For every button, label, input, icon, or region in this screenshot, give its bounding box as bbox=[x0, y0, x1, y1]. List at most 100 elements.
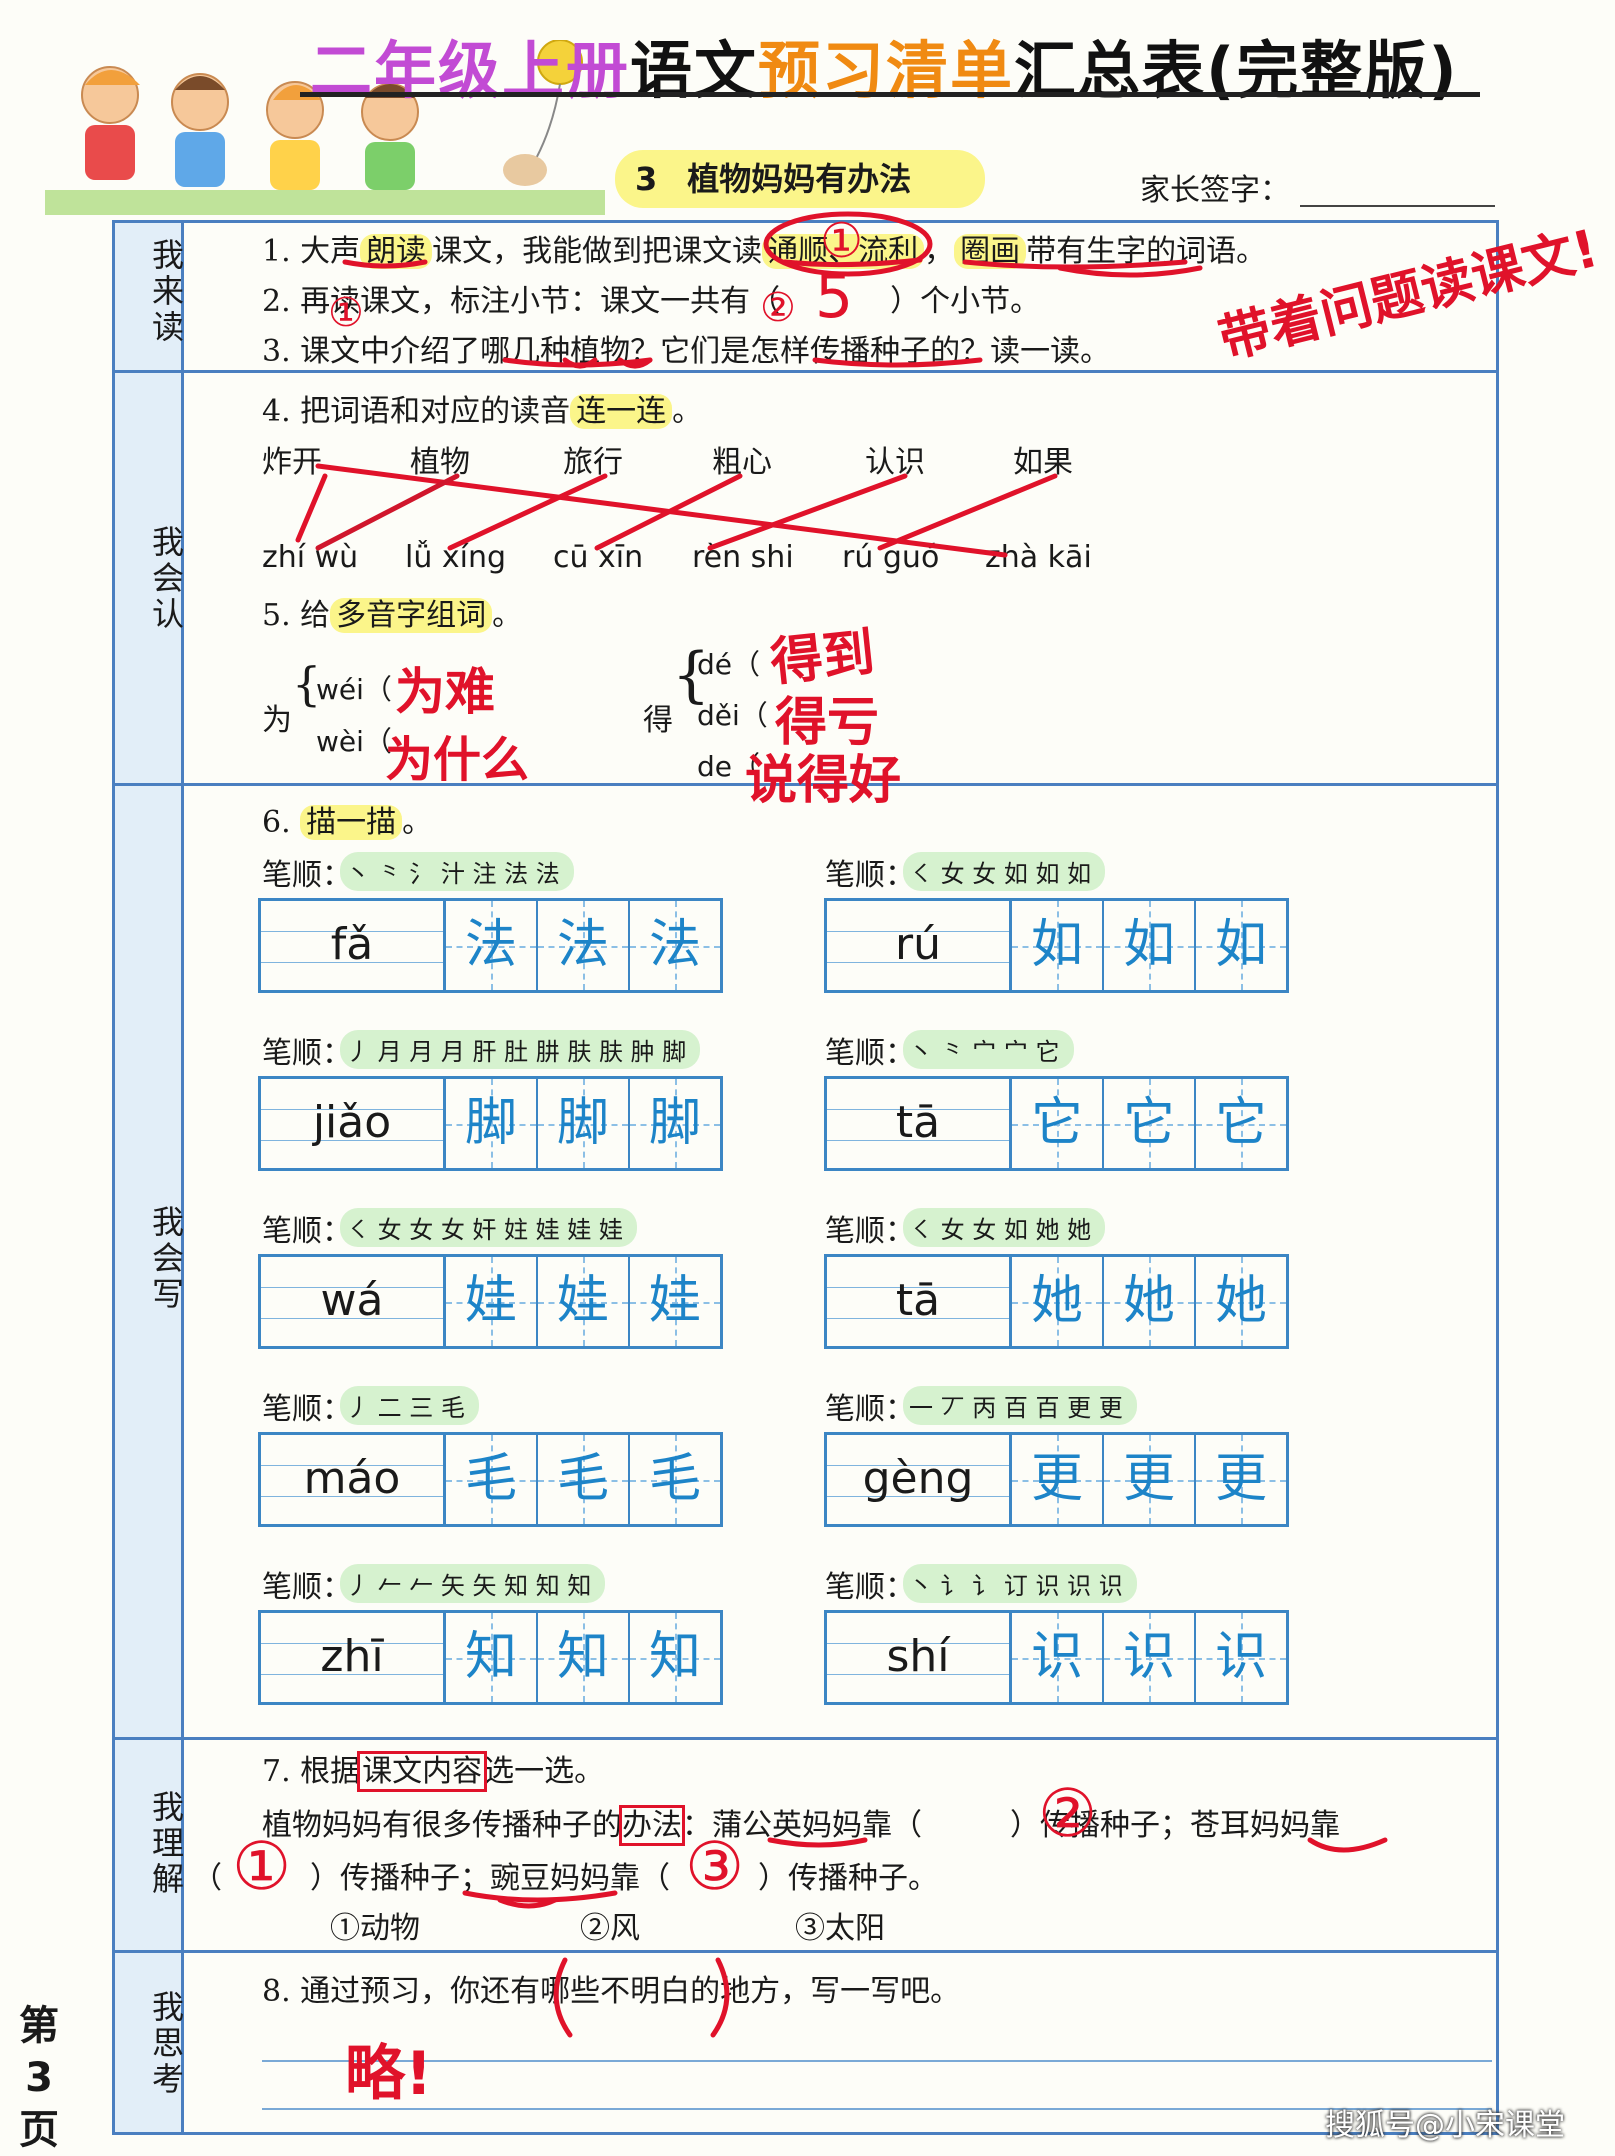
stroke-order-sequence: ㇛ 女 女 女 奸 妵 娃 娃 娃 bbox=[340, 1208, 638, 1247]
stroke-order-label: 笔顺： bbox=[262, 1570, 352, 1605]
trace-cell[interactable]: 如 bbox=[1103, 901, 1196, 990]
handwritten-mark: ② bbox=[760, 285, 796, 331]
trace-cell[interactable]: 娃 bbox=[630, 1257, 721, 1346]
trace-cell[interactable]: 法 bbox=[630, 901, 721, 990]
trace-cell[interactable]: 她 bbox=[1011, 1257, 1104, 1346]
handwritten-mark: ① bbox=[820, 213, 864, 269]
trace-cell[interactable]: 识 bbox=[1103, 1613, 1196, 1702]
question-2: 2. 再读课文，标注小节：课文一共有（）个小节。 bbox=[262, 284, 1041, 319]
trace-cell[interactable]: 法 bbox=[445, 901, 538, 990]
handwritten-answer: 得亏 bbox=[775, 693, 880, 753]
q4-word: 认识 bbox=[865, 445, 925, 480]
question-7: 7. 根据课文内容选一选。 bbox=[262, 1751, 605, 1792]
trace-cell[interactable]: 娃 bbox=[445, 1257, 538, 1346]
trace-cell[interactable]: 她 bbox=[1196, 1257, 1287, 1346]
trace-cell[interactable]: 更 bbox=[1103, 1435, 1196, 1524]
section-write-label: 我会写 bbox=[147, 1205, 185, 1313]
q4-word: 粗心 bbox=[712, 445, 772, 480]
stroke-order-sequence: ㇛ 女 女 如 她 她 bbox=[903, 1208, 1106, 1247]
divider bbox=[112, 370, 1499, 373]
stroke-order-sequence: 丿 𠂉 𠂉 矢 矢 知 知 知 bbox=[340, 1564, 606, 1603]
trace-cell[interactable]: 它 bbox=[1011, 1079, 1104, 1168]
parent-signature-label: 家长签字： bbox=[1140, 173, 1290, 208]
trace-cell[interactable]: 法 bbox=[537, 901, 630, 990]
polyphone-reading: wèi（ bbox=[316, 725, 392, 758]
q4-word: 炸开 bbox=[262, 445, 322, 480]
q4-word: 植物 bbox=[410, 445, 470, 480]
trace-cell[interactable]: 知 bbox=[630, 1613, 721, 1702]
q7-option[interactable]: ②风 bbox=[580, 1911, 640, 1946]
stroke-order-label: 笔顺： bbox=[262, 1392, 352, 1427]
stroke-order-sequence: 丶 ⺀ 宀 宀 它 bbox=[903, 1030, 1074, 1069]
q4-pinyin: zhà kāi bbox=[985, 540, 1092, 575]
q7-option[interactable]: ③太阳 bbox=[795, 1911, 885, 1946]
pinyin-cell: shí bbox=[827, 1613, 1012, 1702]
pinyin-cell: wá bbox=[261, 1257, 446, 1346]
trace-cell[interactable]: 毛 bbox=[537, 1435, 630, 1524]
handwritten-answer: 5 bbox=[815, 262, 854, 332]
handwritten-answer: ① bbox=[232, 1828, 292, 1905]
trace-cell[interactable]: 脚 bbox=[630, 1079, 721, 1168]
question-8: 8. 通过预习，你还有哪些不明白的地方，写一写吧。 bbox=[262, 1974, 961, 2009]
q4-word: 旅行 bbox=[563, 445, 623, 480]
polyphone-reading: wéi（ bbox=[316, 673, 392, 706]
trace-cell[interactable]: 毛 bbox=[630, 1435, 721, 1524]
trace-cell[interactable]: 它 bbox=[1103, 1079, 1196, 1168]
handwritten-answer: ② bbox=[1038, 1775, 1098, 1852]
pinyin-cell: gèng bbox=[827, 1435, 1012, 1524]
worksheet-frame bbox=[112, 220, 1499, 2135]
handwritten-answer: ③ bbox=[685, 1828, 745, 1905]
trace-cell[interactable]: 毛 bbox=[445, 1435, 538, 1524]
stroke-order-label: 笔顺： bbox=[825, 1392, 915, 1427]
handwritten-answer: 为难 bbox=[395, 663, 495, 721]
handwritten-answer: 说得好 bbox=[745, 751, 902, 811]
lesson-title: 植物妈妈有办法 bbox=[687, 160, 912, 198]
section-think-label: 我思考 bbox=[147, 1990, 185, 2098]
q7-option[interactable]: ①动物 bbox=[330, 1911, 420, 1946]
section-read-label: 我来读 bbox=[147, 238, 185, 346]
stroke-order-label: 笔顺： bbox=[825, 1570, 915, 1605]
question-6: 6. 描一描。 bbox=[262, 805, 433, 840]
stroke-order-label: 笔顺： bbox=[262, 1214, 352, 1249]
trace-cell[interactable]: 她 bbox=[1103, 1257, 1196, 1346]
trace-cell[interactable]: 它 bbox=[1196, 1079, 1287, 1168]
trace-cell[interactable]: 如 bbox=[1196, 901, 1287, 990]
title-underline bbox=[300, 92, 1480, 97]
answer-line[interactable] bbox=[262, 2060, 1492, 2062]
trace-cell[interactable]: 脚 bbox=[537, 1079, 630, 1168]
stroke-order-label: 笔顺： bbox=[262, 1036, 352, 1071]
divider bbox=[112, 1950, 1499, 1953]
trace-cell[interactable]: 识 bbox=[1196, 1613, 1287, 1702]
trace-cell[interactable]: 如 bbox=[1011, 901, 1104, 990]
question-5: 5. 给多音字组词。 bbox=[262, 598, 523, 633]
stroke-order-label: 笔顺： bbox=[825, 1214, 915, 1249]
answer-line[interactable] bbox=[262, 2108, 1492, 2110]
divider bbox=[112, 1737, 1499, 1740]
trace-cell[interactable]: 脚 bbox=[445, 1079, 538, 1168]
polyphone-reading: děi（ bbox=[697, 699, 768, 732]
trace-cell[interactable]: 更 bbox=[1011, 1435, 1104, 1524]
trace-cell[interactable]: 知 bbox=[445, 1613, 538, 1702]
trace-cell[interactable]: 知 bbox=[537, 1613, 630, 1702]
brace: { bbox=[672, 640, 711, 710]
parent-signature-line[interactable] bbox=[1300, 205, 1495, 207]
pinyin-cell: fǎ bbox=[261, 901, 446, 990]
trace-cell[interactable]: 识 bbox=[1011, 1613, 1104, 1702]
stroke-order-label: 笔顺： bbox=[262, 858, 352, 893]
trace-cell[interactable]: 更 bbox=[1196, 1435, 1287, 1524]
handwritten-answer: 为什么 bbox=[385, 732, 530, 788]
trace-cell[interactable]: 娃 bbox=[537, 1257, 630, 1346]
q4-word: 如果 bbox=[1013, 445, 1073, 480]
watermark: 搜狐号@小宋课堂 bbox=[1325, 2108, 1565, 2143]
